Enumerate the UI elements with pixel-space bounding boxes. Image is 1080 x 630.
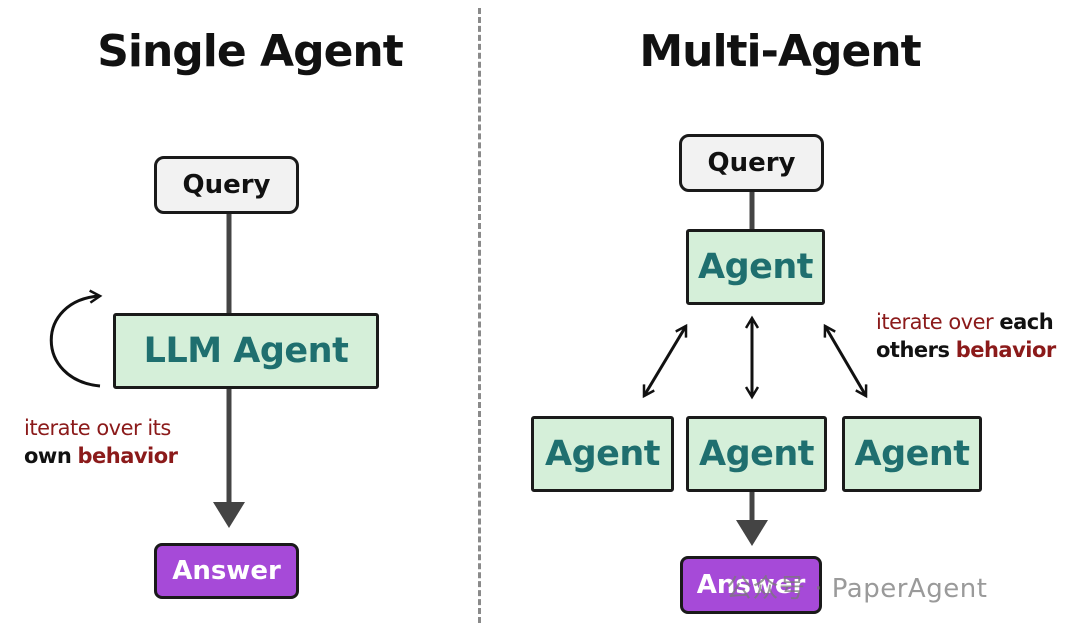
- note-behavior-multi: behavior: [955, 338, 1057, 362]
- single-answer-box: Answer: [154, 543, 299, 599]
- right-double-arrow: [825, 326, 866, 396]
- llm-agent-box: LLM Agent: [113, 313, 379, 389]
- single-iterate-note: iterate over its own behavior: [24, 414, 178, 470]
- middle-agent-box: Agent: [686, 416, 827, 492]
- note-behavior: behavior: [77, 444, 178, 468]
- single-query-box: Query: [154, 156, 299, 214]
- note-line-1: iterate over its: [24, 416, 171, 440]
- single-agent-title: Single Agent: [97, 26, 404, 77]
- multi-agent-title: Multi-Agent: [639, 26, 921, 77]
- left-agent-box: Agent: [531, 416, 674, 492]
- note-own: own: [24, 444, 72, 468]
- multi-iterate-note: iterate over each others behavior: [876, 308, 1056, 364]
- note-others: others: [876, 338, 950, 362]
- multi-answer-box: Answer: [680, 556, 822, 614]
- right-agent-box: Agent: [842, 416, 982, 492]
- note-each: each: [999, 310, 1054, 334]
- top-agent-box: Agent: [686, 229, 825, 305]
- self-loop-arrow: [49, 296, 100, 388]
- mid-to-answer-arrowhead: [736, 520, 768, 546]
- dashed-divider: [478, 8, 481, 623]
- multi-query-box: Query: [679, 134, 824, 192]
- llm-to-answer-arrowhead: [213, 502, 245, 528]
- left-double-arrow: [642, 326, 688, 396]
- note-iterate-over: iterate over: [876, 310, 994, 334]
- watermark: 公众号 · PaperAgent: [726, 574, 988, 604]
